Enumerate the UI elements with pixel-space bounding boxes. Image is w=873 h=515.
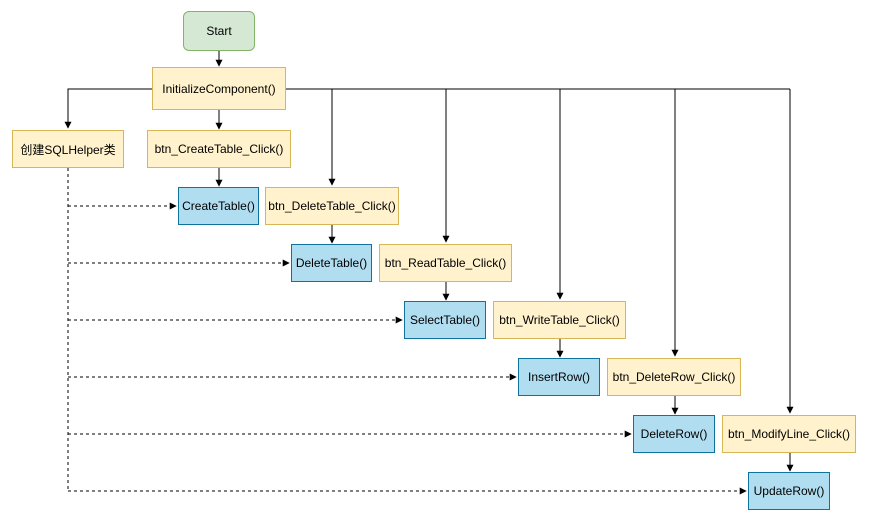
btn-createtable-click-node: btn_CreateTable_Click() <box>147 130 291 168</box>
btn-modifyline-click-node: btn_ModifyLine_Click() <box>722 415 856 453</box>
start-node: Start <box>183 11 255 51</box>
btn-writetable-click-node: btn_WriteTable_Click() <box>493 301 626 339</box>
btn-deletetable-click-node: btn_DeleteTable_Click() <box>265 187 399 225</box>
initialize-component-node: InitializeComponent() <box>152 67 286 110</box>
create-sqlhelper-node: 创建SQLHelper类 <box>12 130 124 168</box>
insertrow-node: InsertRow() <box>518 358 600 396</box>
btn-readtable-click-node: btn_ReadTable_Click() <box>379 244 512 282</box>
deletetable-node: DeleteTable() <box>291 244 372 282</box>
updaterow-node: UpdateRow() <box>748 472 830 510</box>
selecttable-node: SelectTable() <box>404 301 486 339</box>
edge-init-sqlhelper <box>64 88 152 129</box>
deleterow-node: DeleteRow() <box>633 415 715 453</box>
createtable-node: CreateTable() <box>178 187 259 225</box>
btn-deleterow-click-node: btn_DeleteRow_Click() <box>607 358 741 396</box>
